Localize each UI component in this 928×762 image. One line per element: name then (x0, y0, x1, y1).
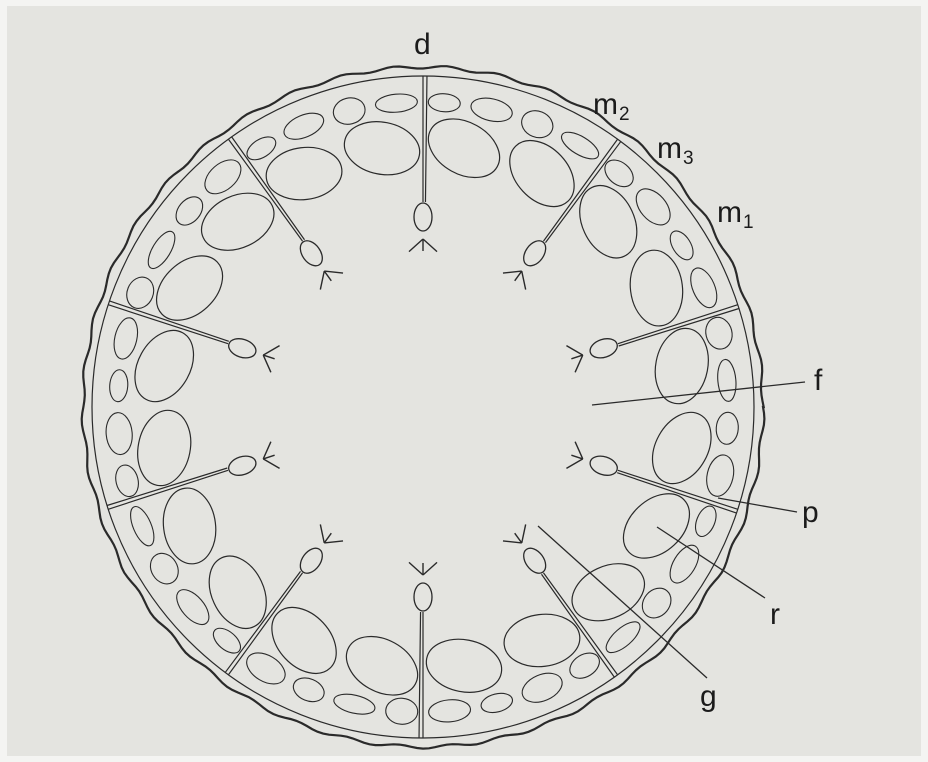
branch-tip (423, 239, 437, 252)
branch-tip (324, 541, 343, 543)
branch-tip (263, 459, 279, 468)
marginal-pocket (479, 690, 514, 715)
marginal-pocket (716, 359, 738, 402)
terminal-bulb (226, 453, 258, 479)
marginal-pocket (104, 412, 134, 456)
radial-ridge (423, 76, 427, 202)
marginal-pocket (557, 127, 602, 164)
large-lobe (641, 402, 723, 494)
large-lobe (263, 143, 345, 204)
marginal-pocket (703, 452, 738, 499)
branch-tip (409, 239, 423, 252)
marginal-pocket (113, 463, 142, 499)
marginal-pocket (332, 691, 377, 718)
marginal-pocket (109, 369, 129, 402)
terminal-bulb (588, 453, 620, 479)
large-lobe (611, 481, 702, 571)
branch-tip (522, 524, 526, 542)
label-g: g (700, 682, 717, 712)
branch-tip (409, 562, 423, 575)
large-lobe (422, 633, 507, 699)
marginal-pocket (145, 548, 184, 589)
branch-tip (324, 271, 331, 281)
branch-tip (515, 271, 522, 281)
branch-tip (324, 271, 343, 273)
radial-ridge (541, 573, 617, 677)
label-r: r (770, 600, 780, 630)
label-m3: m3 (657, 134, 694, 168)
large-lobe (144, 243, 235, 333)
radial-ridges (107, 76, 739, 738)
leader-f (592, 382, 805, 405)
marginal-pocket (601, 617, 645, 658)
branch-tip (515, 533, 522, 543)
large-lobe (340, 115, 425, 181)
label-m1: m1 (717, 198, 754, 232)
cross-section-drawing (7, 6, 921, 756)
large-lobe (563, 553, 654, 632)
branch-tip (503, 541, 522, 543)
marginal-pocket (428, 93, 461, 113)
large-lobe (123, 320, 205, 412)
branch-tip (324, 533, 331, 543)
diagram-figure: d m2 m3 m1 f p r g (7, 6, 921, 756)
marginal-pocket (126, 503, 159, 549)
marginal-pocket (110, 315, 141, 361)
marginal-pocket (715, 412, 739, 445)
marginal-pocket (636, 582, 676, 623)
marginal-pocket (331, 95, 368, 128)
label-m2: m2 (593, 90, 630, 124)
marginal-pocket (143, 227, 180, 272)
branch-tip (423, 562, 437, 575)
large-lobe (131, 406, 197, 491)
leader-lines (538, 382, 805, 678)
radial-ridge (228, 137, 304, 241)
process-tips (226, 203, 620, 611)
terminal-bulb (519, 544, 550, 577)
branch-tip (320, 271, 324, 289)
branch-tip (503, 271, 522, 273)
marginal-pocket (518, 668, 567, 708)
lobe-structures (104, 92, 739, 725)
marginal-pocket (171, 584, 215, 630)
branch-tip (320, 524, 324, 542)
branch-tip (566, 346, 582, 355)
radial-ridge (419, 612, 423, 738)
marginal-pocket (375, 92, 418, 114)
marginal-pocket (565, 648, 604, 684)
large-lobe (501, 610, 583, 671)
terminal-bulb (588, 335, 620, 361)
large-lobe (418, 107, 510, 189)
branch-tip (566, 459, 582, 468)
marginal-pocket (518, 106, 557, 142)
marginal-pocket (280, 108, 327, 145)
marginal-pocket (469, 94, 515, 125)
marginal-pocket (241, 646, 290, 690)
radial-ridge (108, 301, 229, 344)
marginal-pocket (428, 698, 472, 724)
label-f: f (814, 366, 822, 396)
marginal-pocket (664, 540, 704, 587)
large-lobe (626, 247, 687, 329)
marginal-pocket (385, 697, 419, 725)
marginal-pocket (702, 315, 735, 352)
label-d: d (414, 30, 431, 60)
branch-tip (263, 346, 279, 355)
terminal-bulb (414, 583, 432, 611)
terminal-bulb (226, 335, 258, 361)
radial-ridge (617, 470, 738, 513)
large-lobe (192, 182, 283, 261)
label-p: p (802, 498, 819, 528)
leader-g (538, 526, 707, 678)
branch-tip (522, 271, 526, 289)
marginal-pocket (290, 674, 328, 706)
marginal-pocket (685, 264, 722, 311)
marginal-pocket (691, 503, 720, 539)
terminal-bulb (414, 203, 432, 231)
terminal-bulb (296, 237, 327, 270)
leader-p (718, 498, 797, 512)
